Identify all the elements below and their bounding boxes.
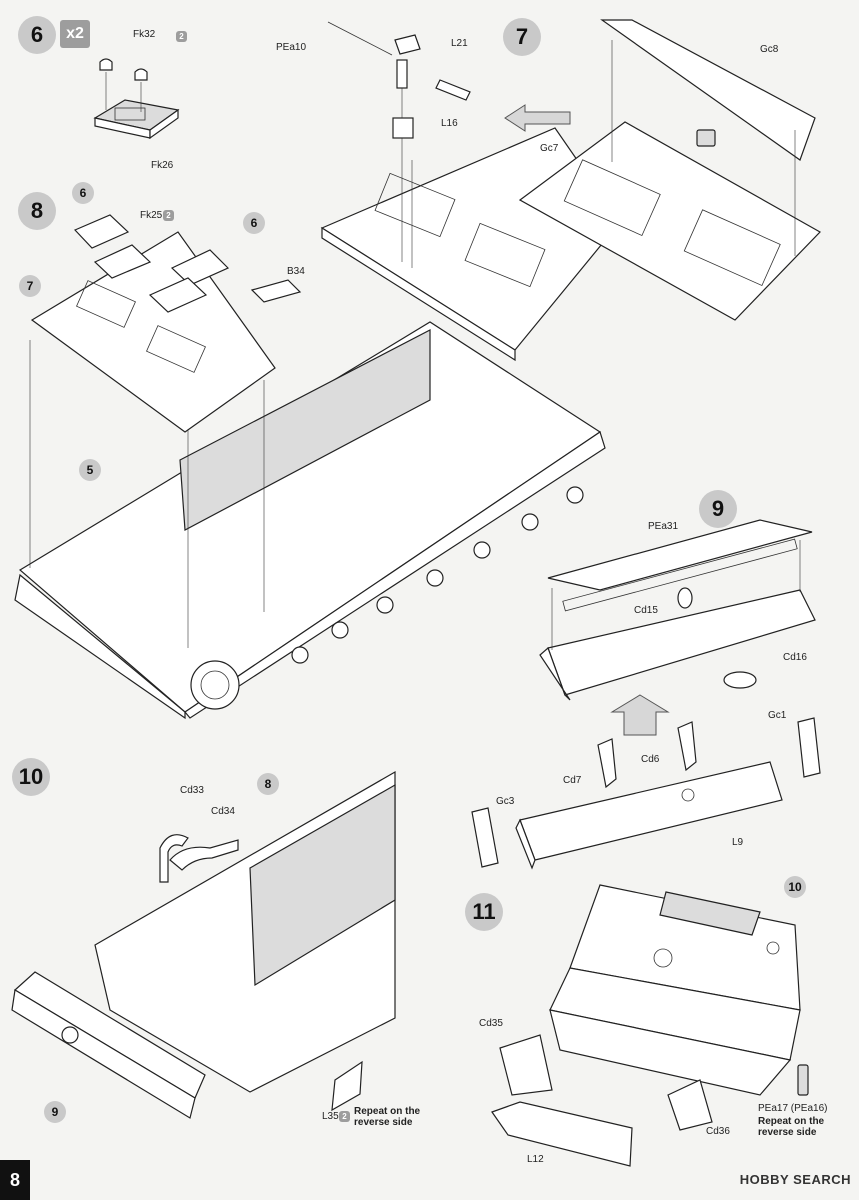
label-gc8: Gc8 bbox=[760, 44, 779, 55]
step-7-number: 7 bbox=[503, 18, 541, 56]
label-cd16: Cd16 bbox=[783, 652, 807, 663]
qty-fk32: 2 bbox=[176, 31, 187, 42]
label-l21: L21 bbox=[451, 38, 468, 49]
ref-step-5: 5 bbox=[79, 459, 101, 481]
watermark: HOBBY SEARCH bbox=[739, 1172, 851, 1187]
ref-step-9: 9 bbox=[44, 1101, 66, 1123]
label-fk25: Fk25 bbox=[140, 210, 163, 221]
step9-drawing bbox=[471, 519, 821, 870]
label-gc7: Gc7 bbox=[540, 143, 559, 154]
step-6-multiplier: x2 bbox=[60, 20, 90, 48]
label-cd15: Cd15 bbox=[634, 605, 658, 616]
ref-step-6-right: 6 bbox=[243, 212, 265, 234]
label-fk32: Fk32 bbox=[133, 29, 156, 40]
step-6-number: 6 bbox=[18, 16, 56, 54]
step-10-number: 10 bbox=[12, 758, 50, 796]
qty-fk25: 2 bbox=[163, 210, 174, 221]
step6-drawing bbox=[93, 58, 180, 140]
label-pea17: PEa17 (PEa16) bbox=[758, 1103, 828, 1114]
step-11-number: 11 bbox=[465, 893, 503, 931]
label-l12: L12 bbox=[527, 1154, 544, 1165]
hull-drawing bbox=[14, 214, 606, 720]
step11-drawing bbox=[491, 884, 809, 1167]
label-cd7: Cd7 bbox=[563, 775, 582, 786]
step-8-number: 8 bbox=[18, 192, 56, 230]
label-gc1: Gc1 bbox=[768, 710, 787, 721]
step10-drawing bbox=[11, 770, 396, 1119]
note-repeat-reverse-step11: Repeat on the reverse side bbox=[758, 1116, 825, 1138]
label-b34: B34 bbox=[287, 266, 305, 277]
label-fk26: Fk26 bbox=[151, 160, 174, 171]
ref-step-6-left: 6 bbox=[72, 182, 94, 204]
step-9-number: 9 bbox=[699, 490, 737, 528]
label-l9: L9 bbox=[732, 837, 744, 848]
label-cd34: Cd34 bbox=[211, 806, 235, 817]
ref-step-8: 8 bbox=[257, 773, 279, 795]
label-pea31: PEa31 bbox=[648, 521, 679, 532]
label-pea10: PEa10 bbox=[276, 42, 307, 53]
qty-l35: 2 bbox=[339, 1111, 350, 1122]
label-cd33: Cd33 bbox=[180, 785, 204, 796]
label-cd35: Cd35 bbox=[479, 1018, 503, 1029]
ref-step-10: 10 bbox=[784, 876, 806, 898]
label-l35: L35 bbox=[322, 1111, 339, 1122]
label-cd6: Cd6 bbox=[641, 754, 660, 765]
step7-drawing bbox=[320, 19, 821, 362]
note-repeat-reverse-step10: Repeat on the reverse side bbox=[354, 1106, 421, 1128]
ref-step-7: 7 bbox=[19, 275, 41, 297]
label-l16: L16 bbox=[441, 118, 458, 129]
label-gc3: Gc3 bbox=[496, 796, 515, 807]
label-cd36: Cd36 bbox=[706, 1126, 730, 1137]
page-number: 8 bbox=[0, 1160, 30, 1200]
